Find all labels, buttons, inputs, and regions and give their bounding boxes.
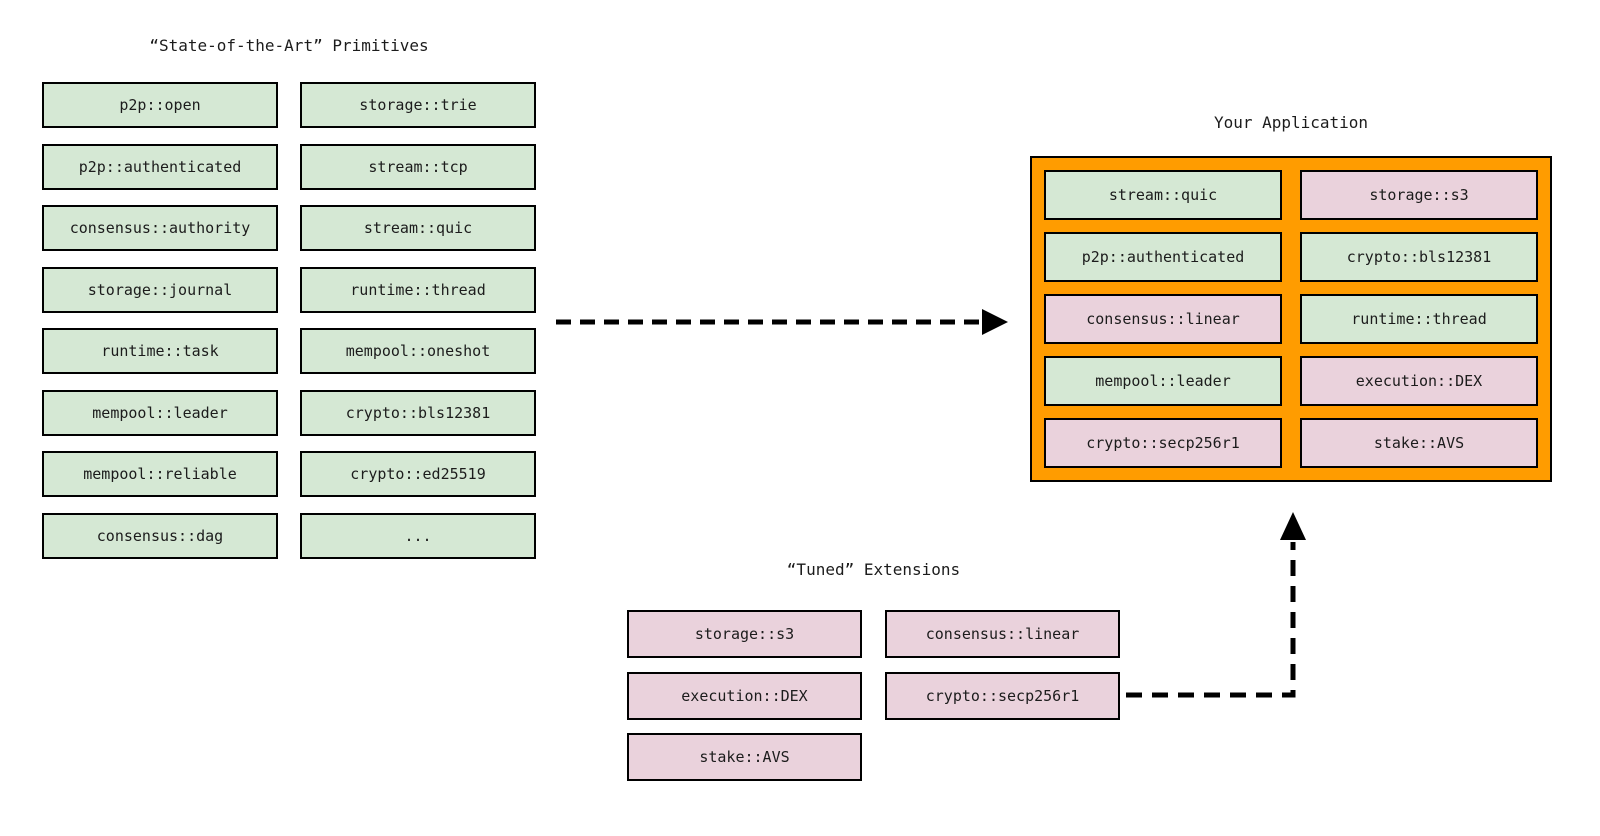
app-component-box: crypto::bls12381 (1300, 232, 1538, 282)
extensions-grid: storage::s3 execution::DEX stake::AVS co… (627, 610, 1120, 781)
primitive-box: p2p::open (42, 82, 278, 128)
primitive-box: consensus::dag (42, 512, 278, 559)
primitive-box: crypto::bls12381 (300, 389, 536, 436)
app-component-box: consensus::linear (1044, 294, 1282, 344)
primitive-box: p2p::authenticated (42, 143, 278, 190)
primitive-box: consensus::authority (42, 205, 278, 251)
application-frame: stream::quic storage::s3 p2p::authentica… (1030, 156, 1552, 482)
extension-box: crypto::secp256r1 (885, 671, 1120, 720)
primitive-box: storage::trie (300, 82, 536, 128)
arrowhead-up-icon (1280, 512, 1306, 540)
arrowhead-right-icon (982, 309, 1008, 335)
primitive-box: stream::quic (300, 205, 536, 251)
app-component-box: storage::s3 (1300, 170, 1538, 220)
extension-box: stake::AVS (627, 733, 862, 781)
extension-box: consensus::linear (885, 610, 1120, 658)
primitives-title: “State-of-the-Art” Primitives (149, 36, 429, 55)
primitive-box: mempool::oneshot (300, 328, 536, 374)
primitive-box: mempool::leader (42, 389, 278, 436)
primitive-box: runtime::task (42, 328, 278, 374)
primitives-to-application-arrow (556, 309, 1008, 335)
app-component-box: crypto::secp256r1 (1044, 418, 1282, 468)
app-component-box: stake::AVS (1300, 418, 1538, 468)
application-title: Your Application (1213, 113, 1369, 132)
primitive-box: runtime::thread (300, 266, 536, 313)
primitives-grid: p2p::open p2p::authenticated consensus::… (42, 82, 536, 559)
primitive-box: crypto::ed25519 (300, 451, 536, 497)
extensions-to-application-arrow (1126, 512, 1306, 698)
app-component-box: p2p::authenticated (1044, 232, 1282, 282)
app-component-box: mempool::leader (1044, 356, 1282, 406)
extension-box: storage::s3 (627, 610, 862, 658)
app-component-box: stream::quic (1044, 170, 1282, 220)
app-component-box: execution::DEX (1300, 356, 1538, 406)
primitive-box: storage::journal (42, 266, 278, 313)
extension-box: execution::DEX (627, 671, 862, 720)
extensions-title: “Tuned” Extensions (786, 560, 961, 579)
primitive-box: stream::tcp (300, 143, 536, 190)
app-component-box: runtime::thread (1300, 294, 1538, 344)
primitive-box: mempool::reliable (42, 451, 278, 497)
primitive-box: ... (300, 512, 536, 559)
